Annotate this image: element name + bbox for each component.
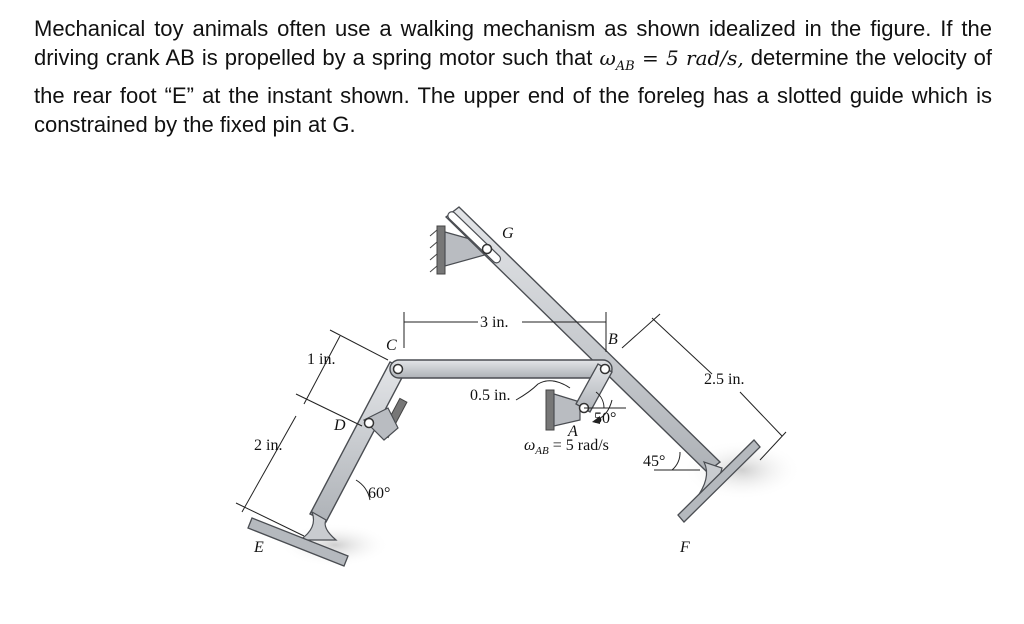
- coupler-cb: [389, 359, 613, 379]
- label-a: A: [567, 423, 578, 440]
- problem-text-2: determine the velocity of the rear foot …: [34, 45, 992, 137]
- fixed-support-d: [362, 397, 408, 441]
- angle-rear-leg-label: 60°: [368, 485, 390, 502]
- dim-bf-label: 2.5 in.: [704, 371, 744, 388]
- front-foot-f: [677, 439, 761, 523]
- problem-statement: Mechanical toy animals often use a walki…: [34, 14, 992, 139]
- label-g: G: [502, 225, 514, 242]
- dim-cb: [403, 312, 607, 352]
- dim-cd-label: 1 in.: [307, 351, 335, 368]
- problem-text-1: Mechanical toy animals often use a walki…: [34, 16, 992, 70]
- fig-omega-symbol: ω: [524, 437, 535, 454]
- angle-foreleg-label: 45°: [643, 453, 665, 470]
- dim-ab-leader: [515, 380, 571, 401]
- dim-ab-label: 0.5 in.: [470, 387, 510, 404]
- dim-cb-label: 3 in.: [480, 314, 508, 331]
- label-b: B: [608, 331, 618, 348]
- omega-ab-label: ωAB = 5 rad/s: [524, 437, 609, 457]
- pin-c: [392, 363, 404, 375]
- fixed-support-a: [545, 389, 581, 431]
- omega-ab-symbol: ωAB = 5 rad/s,: [599, 46, 744, 74]
- dim-bf: [621, 313, 787, 461]
- omega-arrowhead: [592, 416, 600, 424]
- omega-value: = 5 rad/s,: [634, 46, 744, 70]
- fig-omega-value: = 5 rad/s: [549, 437, 609, 454]
- dim-de-label: 2 in.: [254, 437, 282, 454]
- pin-b: [599, 363, 611, 375]
- rear-foot-e: [247, 510, 349, 567]
- dim-rear: [235, 329, 389, 537]
- rear-leg: [309, 361, 407, 523]
- pin-g: [481, 243, 493, 255]
- omega-symbol: ω: [599, 46, 616, 70]
- label-c: C: [386, 337, 397, 354]
- label-f: F: [679, 539, 690, 556]
- angle-marks: [355, 391, 700, 501]
- label-d: D: [333, 417, 346, 434]
- pin-d: [363, 417, 375, 429]
- omega-subscript: AB: [615, 59, 635, 74]
- fig-omega-subscript: AB: [534, 445, 549, 457]
- label-e: E: [253, 539, 264, 556]
